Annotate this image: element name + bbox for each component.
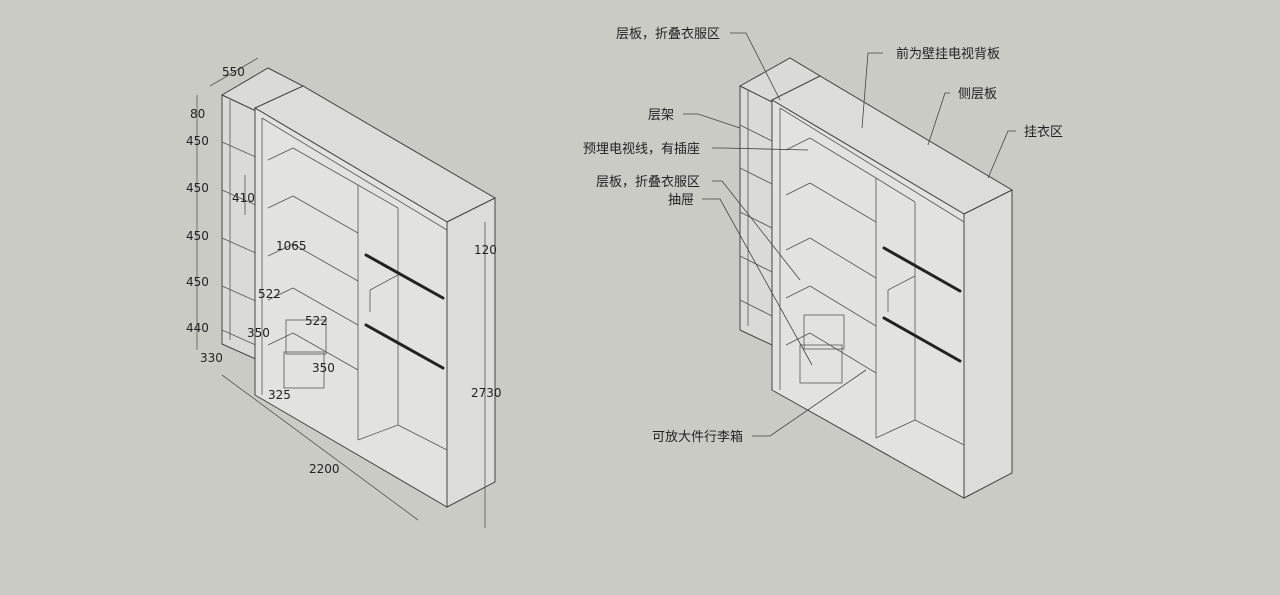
left-cabinet-inner	[261, 117, 448, 451]
left-hanging-rod-upper	[364, 253, 445, 300]
left-dimension-lines	[196, 57, 486, 528]
dim-drawer-width-a: 522	[258, 287, 281, 301]
dim-shelf-1: 450	[186, 134, 209, 148]
dim-inner-1065: 1065	[276, 239, 307, 253]
left-side-shelves	[221, 141, 259, 347]
dim-drawer-base: 325	[268, 388, 291, 402]
label-hanging-area: 挂衣区	[1024, 124, 1063, 140]
label-shelf-fold-top: 层板，折叠衣服区	[616, 26, 720, 42]
label-side-shelf: 侧层板	[958, 87, 997, 102]
right-cabinet-drawing: 层板，折叠衣服区 前为壁挂电视背板 侧层板 挂衣区 层架 预埋电视线，有插座 层…	[583, 26, 1063, 499]
right-hanging-rod-upper	[882, 246, 962, 293]
dim-right-depth: 120	[474, 243, 497, 257]
left-main-cabinet	[253, 85, 497, 508]
dim-base: 330	[200, 351, 223, 365]
right-main-cabinet	[770, 75, 1014, 499]
label-shelf-fold-mid: 层板，折叠衣服区	[596, 174, 700, 190]
dim-shelf-3: 450	[186, 229, 209, 243]
label-tv-wall: 前为壁挂电视背板	[896, 46, 1000, 62]
left-hanging-rod-lower	[364, 323, 445, 370]
dim-drawer-height-b: 350	[312, 361, 335, 375]
dim-height-total: 2730	[471, 386, 502, 400]
right-hanging-rod-lower	[882, 316, 962, 363]
dim-inner-410: 410	[232, 191, 255, 205]
dim-shelf-4: 450	[186, 275, 209, 289]
label-tv-cable: 预埋电视线，有插座	[583, 142, 700, 157]
label-drawer: 抽屉	[668, 193, 694, 208]
right-side-shelf-unit	[738, 57, 822, 346]
dim-shelf-2: 450	[186, 181, 209, 195]
right-cabinet-inner	[779, 107, 965, 446]
dim-top-cap: 80	[190, 107, 205, 121]
dim-drawer-width-b: 522	[305, 314, 328, 328]
right-leader-lines	[683, 32, 1016, 437]
label-rack: 层架	[648, 108, 674, 123]
left-side-shelf-unit	[220, 67, 305, 361]
label-luggage: 可放大件行李箱	[652, 429, 743, 445]
dim-drawer-height-a: 350	[247, 326, 270, 340]
right-side-shelves	[739, 124, 773, 317]
left-cabinet-drawing: 550 80 450 450 450 450 440 330 410 1065 …	[186, 57, 502, 528]
dim-depth-top: 550	[222, 65, 245, 79]
dim-shelf-5: 440	[186, 321, 209, 335]
dim-width-total: 2200	[309, 462, 340, 476]
